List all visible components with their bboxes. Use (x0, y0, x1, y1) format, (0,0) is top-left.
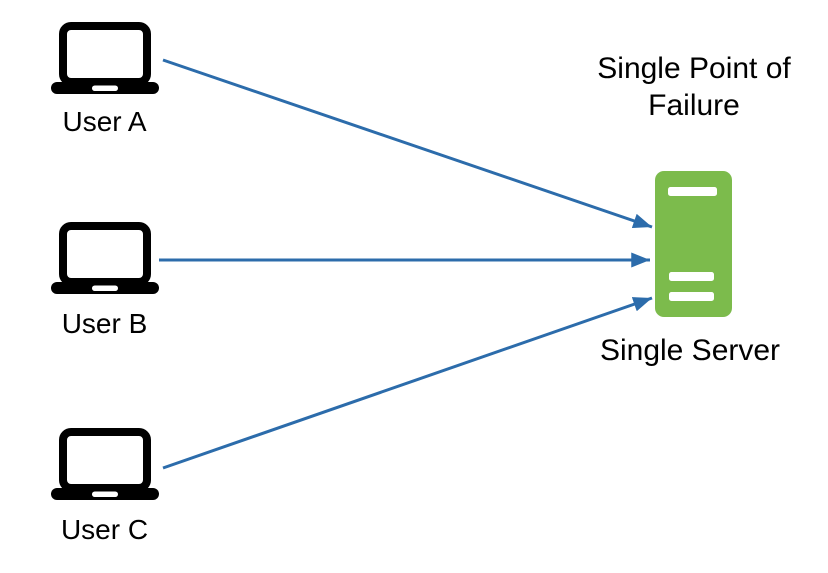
server-slot (668, 187, 717, 196)
laptop-icon (51, 22, 159, 94)
user-a-label: User A (62, 106, 147, 137)
user-b-label: User B (61, 308, 148, 339)
user-c-label: User C (60, 514, 149, 545)
server-icon (655, 171, 732, 317)
diagram-title: Single Point of Failure (597, 52, 791, 122)
server-label: Single Server (599, 334, 781, 367)
laptop-icon (51, 428, 159, 500)
server-slot (669, 272, 714, 281)
laptop-icon (51, 222, 159, 294)
server-slot (669, 292, 714, 301)
arrow-user-c-to-server (162, 296, 653, 470)
